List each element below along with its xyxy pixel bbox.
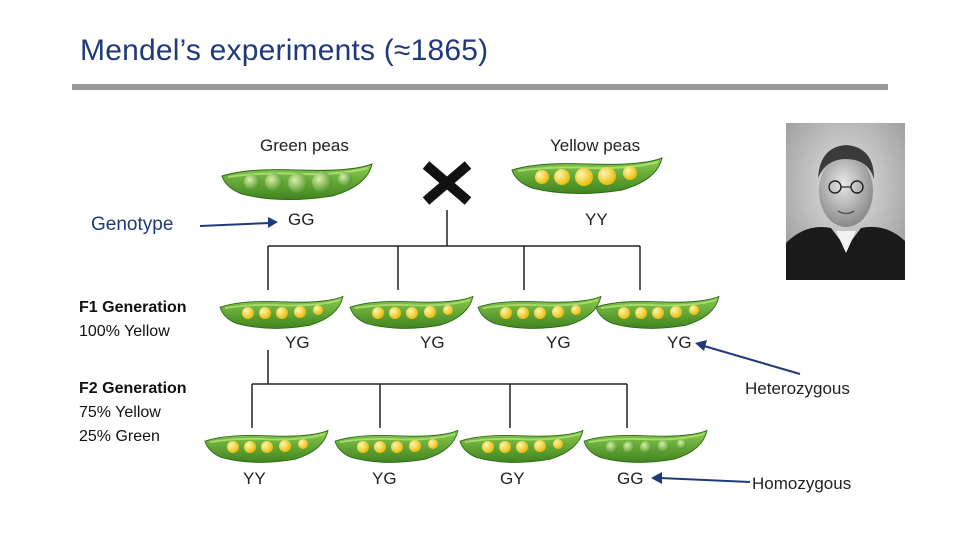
f1-genotype-3: YG [546, 333, 571, 353]
f1-percent: 100% Yellow [79, 323, 170, 340]
f2-generation-label: F2 Generation 75% Yellow 25% Green [79, 377, 187, 449]
heterozygous-arrow [695, 340, 800, 374]
f1-genotype-1: YG [285, 333, 310, 353]
green-parent-pod [222, 164, 372, 200]
f2-pod-yg [335, 430, 458, 462]
parent-genotype-gg: GG [288, 210, 314, 230]
f1-pod-2 [350, 296, 473, 328]
homozygous-label: Homozygous [752, 474, 851, 494]
f2-pod-yy [205, 430, 328, 462]
f2-tree [252, 350, 627, 428]
f1-genotype-4: YG [667, 333, 692, 353]
f2-title: F2 Generation [79, 380, 187, 397]
yellow-peas-label: Yellow peas [550, 136, 640, 156]
f1-title: F1 Generation [79, 299, 187, 316]
f1-generation-label: F1 Generation 100% Yellow [79, 296, 187, 344]
yellow-parent-pod [512, 158, 662, 194]
genotype-arrow [200, 217, 278, 228]
f1-pod-4 [596, 296, 719, 328]
f2-genotype-yy: YY [243, 469, 266, 489]
f2-green-percent: 25% Green [79, 428, 160, 445]
f2-pod-gg [584, 430, 707, 462]
f2-yellow-percent: 75% Yellow [79, 404, 161, 421]
f2-pod-gy [460, 430, 583, 462]
genotype-label: Genotype [91, 214, 173, 236]
mendel-portrait [786, 123, 905, 280]
f1-genotype-2: YG [420, 333, 445, 353]
f1-pod-1 [220, 296, 343, 328]
heterozygous-label: Heterozygous [745, 379, 850, 399]
f2-genotype-yg: YG [372, 469, 397, 489]
f1-pod-3 [478, 296, 601, 328]
green-peas-label: Green peas [260, 136, 349, 156]
homozygous-arrow [651, 472, 750, 484]
parent-genotype-yy: YY [585, 210, 608, 230]
cross-icon [426, 165, 468, 201]
f2-genotype-gy: GY [500, 469, 525, 489]
f2-genotype-gg: GG [617, 469, 643, 489]
